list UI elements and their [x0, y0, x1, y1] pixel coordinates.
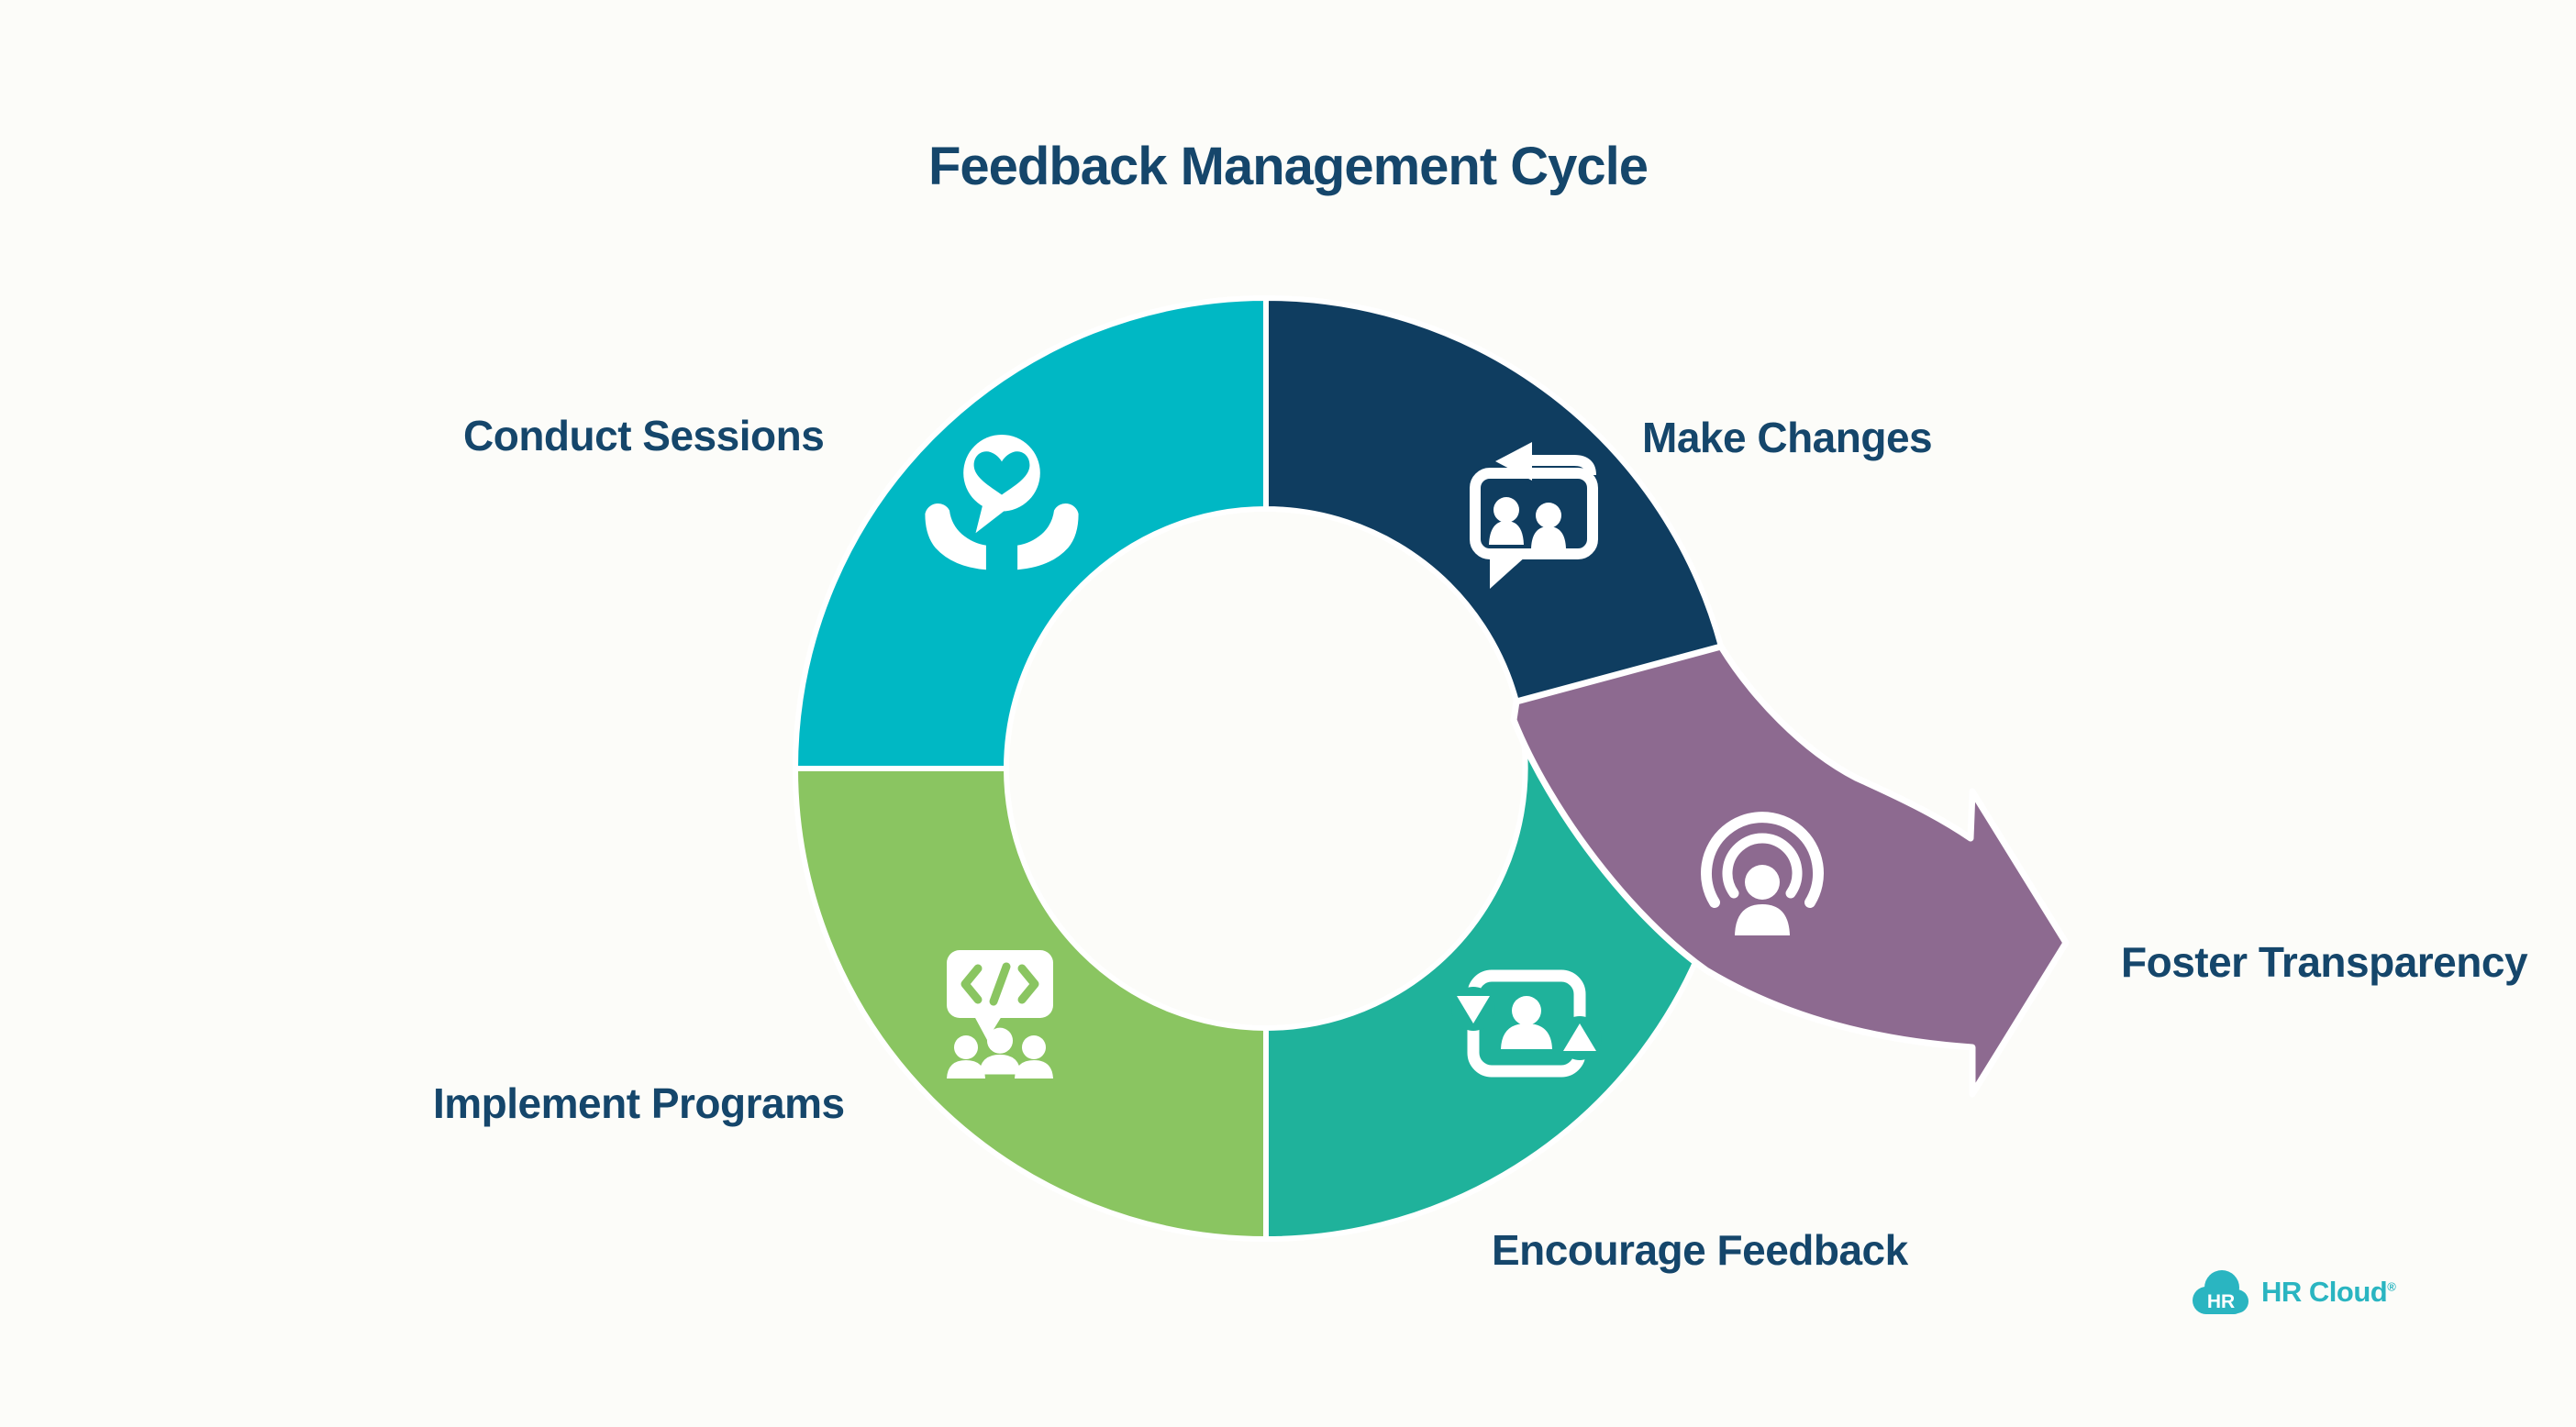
- label-encourage-feedback: Encourage Feedback: [1492, 1226, 1908, 1274]
- segment-conduct-sessions: [792, 294, 1269, 771]
- segment-make-changes: [1263, 294, 1725, 705]
- label-implement-programs: Implement Programs: [433, 1079, 845, 1127]
- label-make-changes: Make Changes: [1642, 414, 1933, 461]
- segment-foster-transparency-arrow: [1510, 643, 2070, 1098]
- broadcast-person-icon: [1701, 812, 1824, 935]
- code-bubble-people-icon: [947, 950, 1053, 1079]
- label-conduct-sessions: Conduct Sessions: [463, 412, 825, 459]
- hr-cloud-logo: HR HR Cloud®: [2187, 1264, 2396, 1321]
- person-sync-arrows-icon: [1451, 969, 1602, 1078]
- hands-holding-heart-bubble-icon: [925, 434, 1079, 570]
- hr-cloud-badge-text: HR: [2207, 1291, 2235, 1312]
- registered-mark: ®: [2387, 1279, 2396, 1294]
- page-title: Feedback Management Cycle: [927, 137, 1649, 196]
- people-chat-return-arrow-icon: [1470, 442, 1598, 589]
- hr-cloud-brand-text: HR Cloud®: [2261, 1276, 2396, 1308]
- label-foster-transparency: Foster Transparency: [2121, 938, 2528, 986]
- hr-cloud-cloud-icon: HR: [2193, 1270, 2248, 1314]
